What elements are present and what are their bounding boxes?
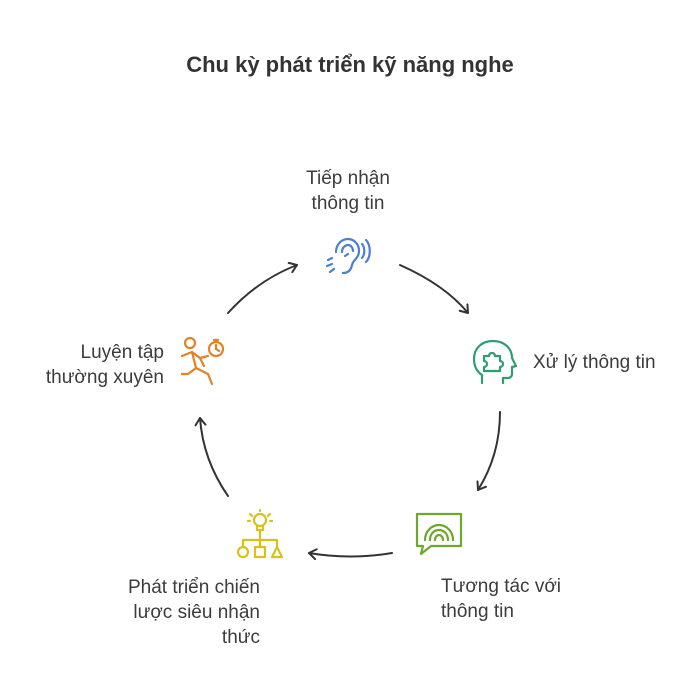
arrow-receive-to-process <box>399 264 469 314</box>
node-label-practice-line-2: thường xuyên <box>45 367 164 388</box>
arrow-interact-to-strategy <box>308 548 393 561</box>
diagram-title: Chu kỳ phát triển kỹ năng nghe <box>186 52 514 77</box>
node-label-strategy-line-1: Phát triển chiến <box>127 577 260 598</box>
node-label-strategy-line-2: lược siêu nhận <box>133 602 260 623</box>
node-label-receive-line-2: thông tin <box>311 193 385 214</box>
node-label-receive-line-1: Tiếp nhận <box>306 168 390 189</box>
node-label-practice: Luyện tập thường xuyên <box>36 340 164 390</box>
arrow-process-to-interact <box>476 411 501 491</box>
node-label-strategy: Phát triển chiến lược siêu nhận thức <box>98 575 260 650</box>
brain-puzzle-head-icon <box>472 339 518 385</box>
lightbulb-flowchart-icon <box>236 508 284 559</box>
ear-icon <box>325 237 371 275</box>
node-label-interact: Tương tác với thông tin <box>441 574 561 624</box>
node-label-process: Xử lý thông tin <box>533 350 656 375</box>
speech-bubble-waves-icon <box>415 512 463 556</box>
node-label-strategy-line-3: thức <box>221 627 260 648</box>
node-label-practice-line-1: Luyện tập <box>80 342 164 363</box>
node-label-process-line-1: Xử lý thông tin <box>533 352 656 373</box>
node-label-interact-line-2: thông tin <box>441 601 514 622</box>
arrow-strategy-to-practice <box>194 417 229 497</box>
runner-stopwatch-icon <box>180 336 225 386</box>
node-label-receive: Tiếp nhận thông tin <box>272 166 424 216</box>
node-label-interact-line-1: Tương tác với <box>441 576 562 597</box>
arrow-practice-to-receive <box>227 261 298 314</box>
